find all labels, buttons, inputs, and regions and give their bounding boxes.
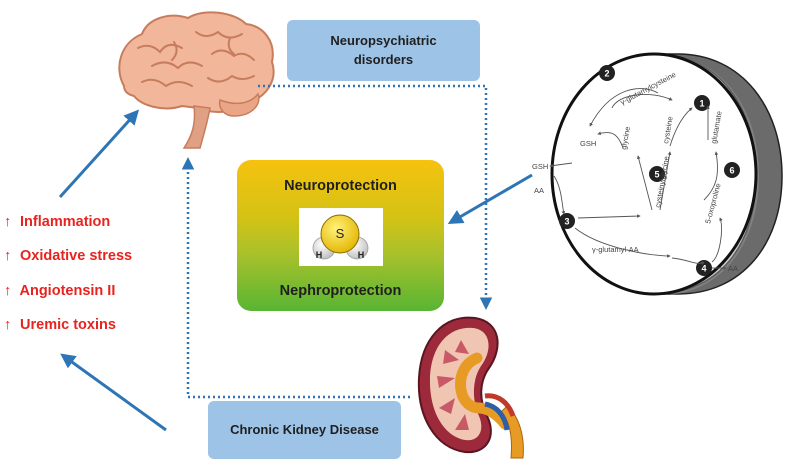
svg-text:3: 3 <box>564 217 569 227</box>
brain-icon <box>118 11 275 149</box>
arrow-from-cycle <box>447 173 533 225</box>
chronic-kidney-disease-box: Chronic Kidney Disease <box>208 401 401 459</box>
neuropsychiatric-disorders-box: Neuropsychiatric disorders <box>287 20 480 81</box>
svg-text:1: 1 <box>699 99 704 109</box>
glutathione-cycle: 1 2 3 4 5 6 γ-glutamylcysteine GSH glyci… <box>532 52 783 296</box>
nephroprotection-label: Nephroprotection <box>279 283 402 299</box>
h2s-molecule: S H H <box>299 208 383 266</box>
label-gsh-inner: GSH <box>580 139 596 148</box>
risk-factor-oxidative-stress: ↑ Oxidative stress <box>4 248 133 264</box>
dotted-connector-bottom <box>181 157 410 399</box>
label-aa-inner: AA <box>728 264 738 273</box>
risk-factor-inflammation: ↑ Inflammation <box>4 214 111 230</box>
label-glycine: glycine <box>619 126 632 151</box>
kidney-icon <box>417 316 524 459</box>
svg-text:6: 6 <box>729 166 734 176</box>
svg-text:2: 2 <box>604 69 609 79</box>
protection-box: Neuroprotection S H H Nephroprotection <box>237 160 444 311</box>
up-arrow-icon: ↑ <box>4 214 12 230</box>
up-arrow-icon: ↑ <box>4 317 12 333</box>
neuropsychiatric-label: Neuropsychiatric <box>330 32 437 48</box>
label-glutamyl-aa: γ-glutamyl-AA <box>592 245 639 254</box>
risk-factor-angiotensin-ii: ↑ Angiotensin II <box>4 283 116 299</box>
hydrogen-left-label: H <box>316 250 323 260</box>
svg-text:4: 4 <box>701 264 706 274</box>
neuroprotection-label: Neuroprotection <box>284 178 397 194</box>
disorders-label: disorders <box>353 51 414 67</box>
up-arrow-icon: ↑ <box>4 248 12 264</box>
hydrogen-right-label: H <box>358 250 365 260</box>
risk-factor-uremic-toxins: ↑ Uremic toxins <box>4 317 116 333</box>
chronic-kidney-disease-label: Chronic Kidney Disease <box>230 421 379 437</box>
label-gsh-outer: GSH <box>532 162 548 171</box>
dotted-connector-top <box>258 84 493 310</box>
h2s-molecule-icon: S H H <box>312 214 369 260</box>
arrow-from-ckd <box>60 353 167 432</box>
up-arrow-icon: ↑ <box>4 283 12 299</box>
svg-text:5: 5 <box>654 170 659 180</box>
arrow-to-brain <box>58 109 140 199</box>
step-badges: 1 2 3 4 5 6 <box>559 65 740 276</box>
sulfur-atom-label: S <box>336 226 345 241</box>
label-aa-outer: AA <box>534 186 544 195</box>
